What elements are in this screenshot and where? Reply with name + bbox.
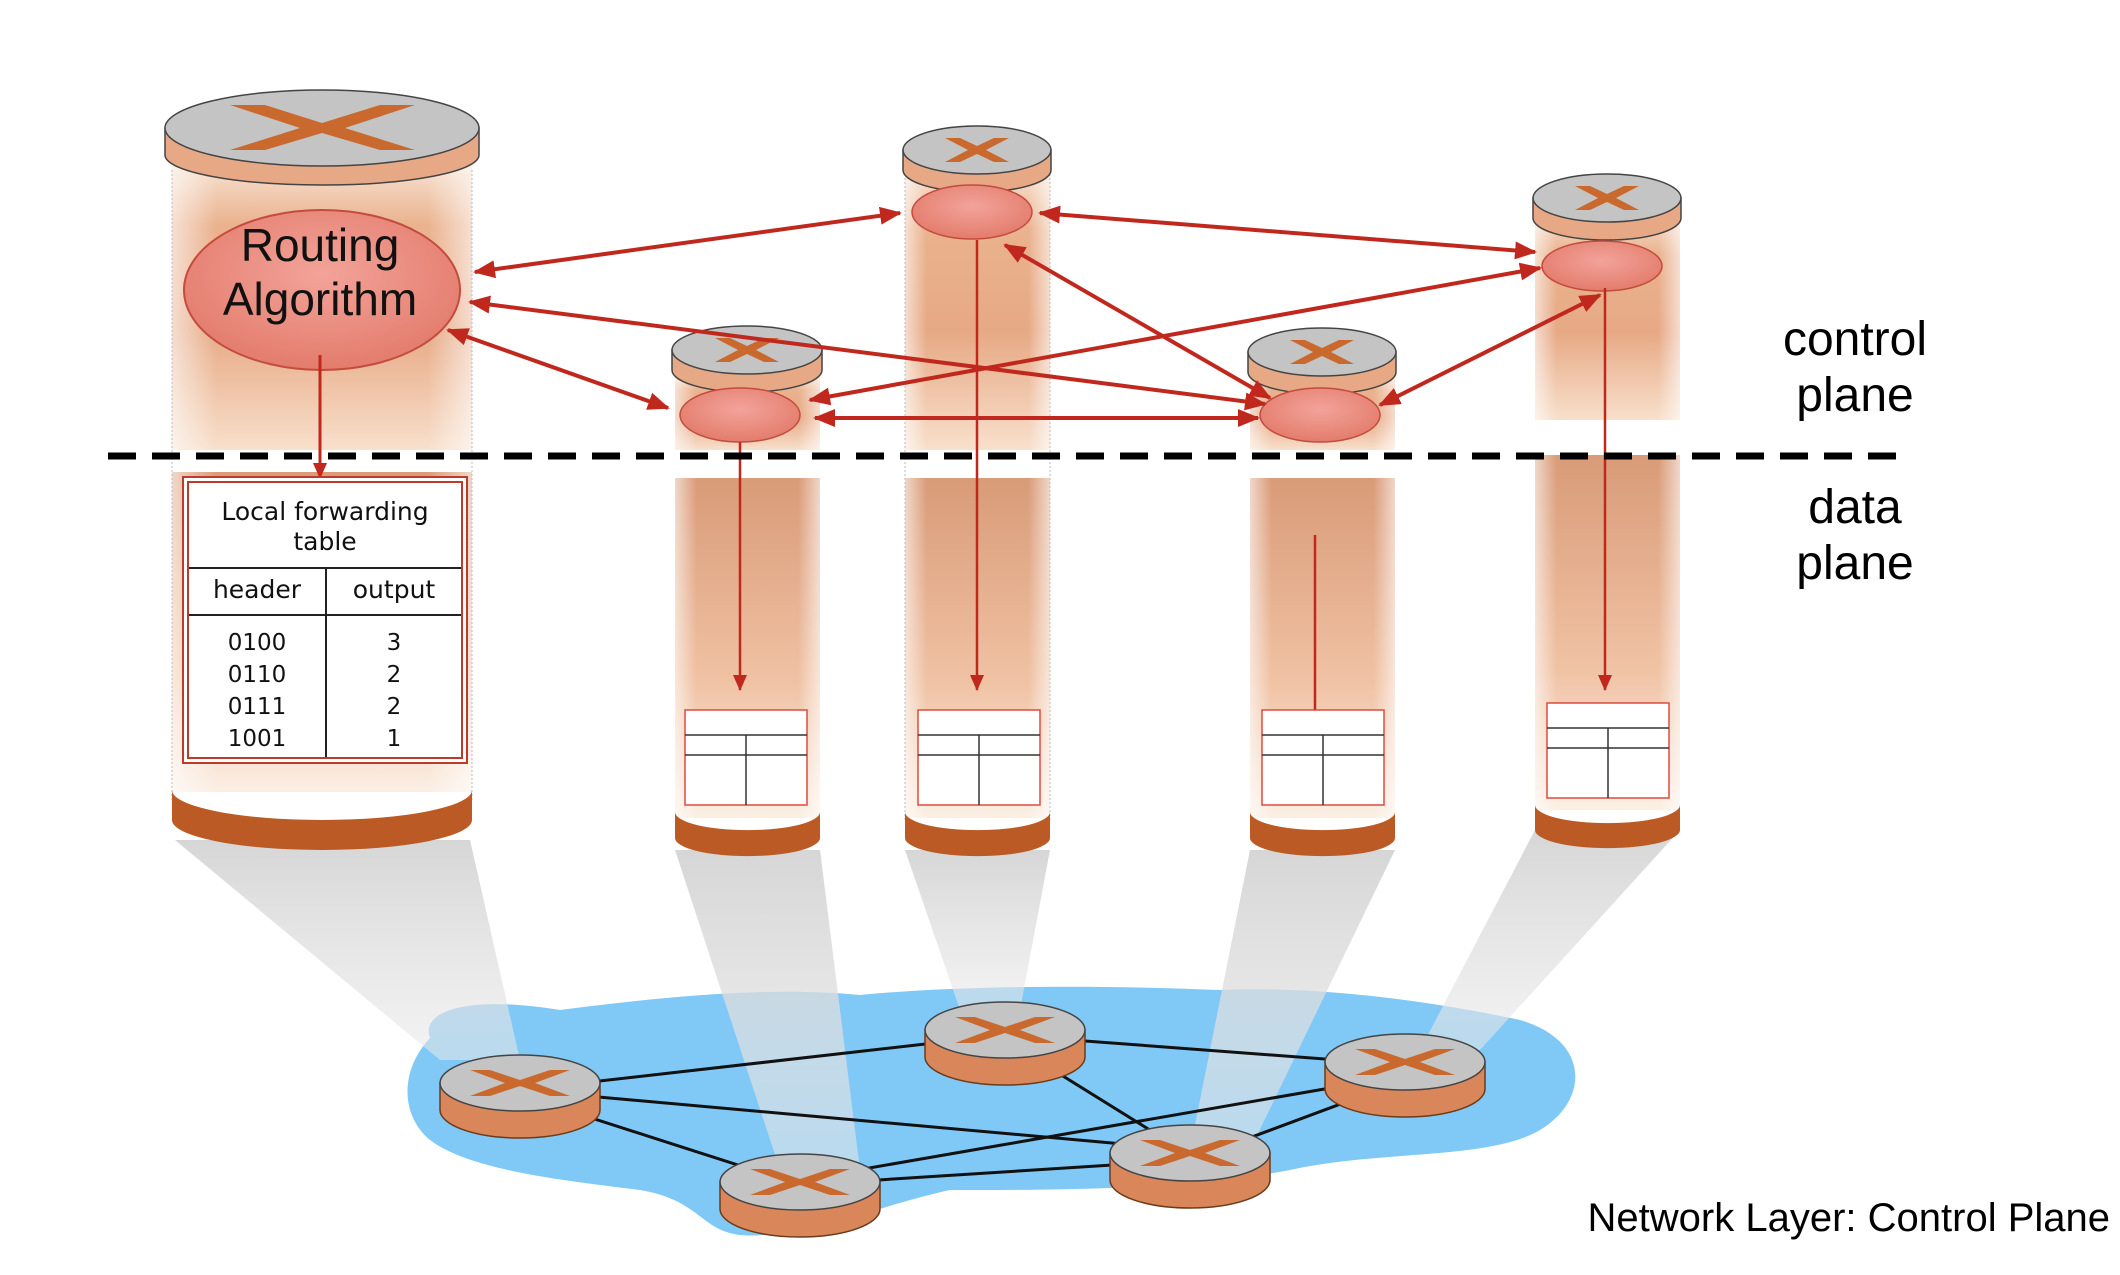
routing-algorithm-oval [183,209,461,371]
column-header-output: output [352,575,436,604]
forwarding-table-title: Local forwarding table [189,497,461,557]
table-cell: 1 [386,726,402,752]
forwarding-table-title-line-2: table [293,527,357,556]
router-net-1 [439,1054,601,1139]
router-cylinder-3 [902,125,1052,857]
table-cell: 3 [386,630,402,656]
router-cylinder-4 [1247,327,1397,857]
control-plane-line-2: plane [1796,369,1914,422]
routing-algorithm-line-2: Algorithm [222,273,418,325]
control-agent-oval-2 [679,387,801,443]
control-messages [446,205,1602,427]
control-plane-label: control plane [1750,312,1960,424]
router-net-2 [924,1001,1086,1086]
table-cell: 0110 [227,662,287,688]
table-cell: 1001 [227,726,287,752]
table-cell: 0111 [227,694,287,720]
beam-2 [675,850,860,1170]
router-net-3 [1324,1033,1486,1118]
router-cylinder-5 [1532,173,1682,849]
table-cell: 2 [386,662,402,688]
control-agent-oval-3 [911,184,1033,240]
footer-caption: Network Layer: Control Plane [1587,1196,2110,1240]
column-header-header: header [212,575,302,604]
local-forwarding-table: Local forwarding table header output 010… [182,476,468,764]
beam-3 [905,850,1050,1010]
beam-4 [1190,850,1395,1150]
table-cell: 2 [386,694,402,720]
table-cell: 0100 [227,630,287,656]
control-agent-oval-5 [1541,240,1663,292]
table-column-divider [325,567,327,757]
routing-algorithm-label: Routing Algorithm [185,218,455,326]
data-plane-line-1: data [1808,481,1902,534]
beam-5 [1420,830,1680,1050]
router-cylinder-2 [671,325,823,857]
routing-algorithm-line-1: Routing [240,219,400,271]
beam-1 [175,840,520,1060]
data-plane-line-2: plane [1796,537,1914,590]
forwarding-table-title-line-1: Local forwarding [221,497,429,526]
data-plane-label: data plane [1750,480,1960,592]
control-agent-oval-4 [1259,387,1381,443]
router-net-5 [719,1153,881,1238]
control-plane-line-1: control [1782,313,1928,366]
router-net-4 [1109,1124,1271,1209]
